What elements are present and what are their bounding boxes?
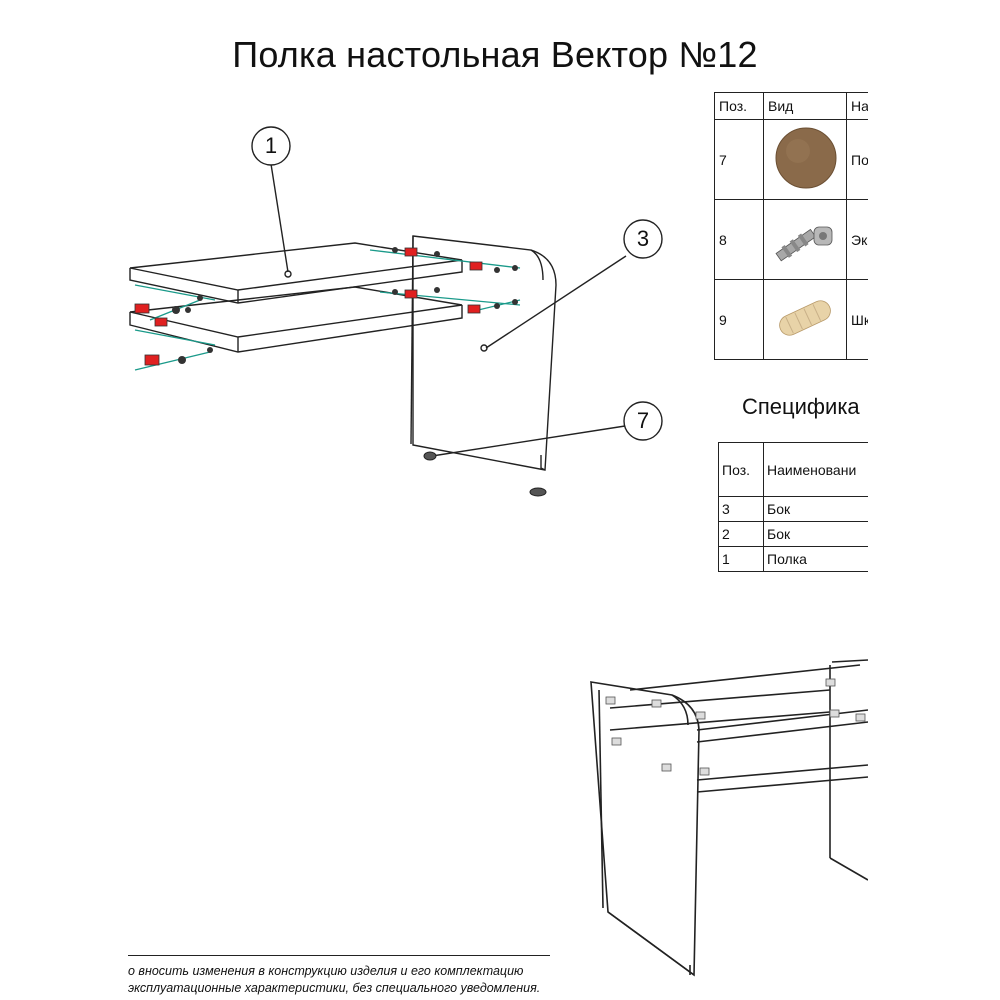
callout-1: 1 [264,133,278,158]
fasteners [134,247,483,366]
parts-header-pos: Поз. [714,92,764,120]
assembled-view [590,659,869,977]
table-row: 3 Бок [718,496,891,522]
footer-note: о вносить изменения в конструкцию издели… [128,963,540,997]
round-foot-pad-icon [775,127,837,189]
leader-line-7 [431,425,626,457]
spec-pos: 1 [718,546,764,572]
eccentric-fastener-icon [775,226,833,262]
upper-shelf-panel [129,242,463,304]
page-crop-edge [868,0,1000,1000]
leader-line-1 [270,163,289,273]
footer-divider [128,955,550,956]
footer-line-2: эксплуатационные характеристики, без спе… [128,981,541,995]
spec-title: Специфика [742,394,860,419]
table-row: 2 Бок [718,521,891,547]
spec-header-pos: Поз. [718,442,764,497]
footer-line-1: о вносить изменения в конструкцию издели… [128,964,524,978]
page-title: Полка настольная Вектор №12 [232,34,758,75]
lower-shelf-panel [129,286,463,353]
spec-pos: 2 [718,521,764,547]
parts-header-view: Вид [763,92,847,120]
callout-3: 3 [636,226,650,251]
wooden-dowel-icon [779,300,831,336]
parts-pos: 9 [714,279,764,360]
callout-7: 7 [636,408,650,433]
spec-table: Поз. Наименовани 3 Бок 2 Бок 1 Полка [718,442,891,572]
assembled-fasteners [605,678,866,776]
side-panel [410,235,557,471]
spec-pos: 3 [718,496,764,522]
parts-pos: 8 [714,199,764,280]
floor-pads [423,451,547,497]
table-row: 1 Полка [718,546,891,572]
leader-line-3 [485,255,627,349]
parts-pos: 7 [714,119,764,200]
fastener-bolts [172,247,518,364]
